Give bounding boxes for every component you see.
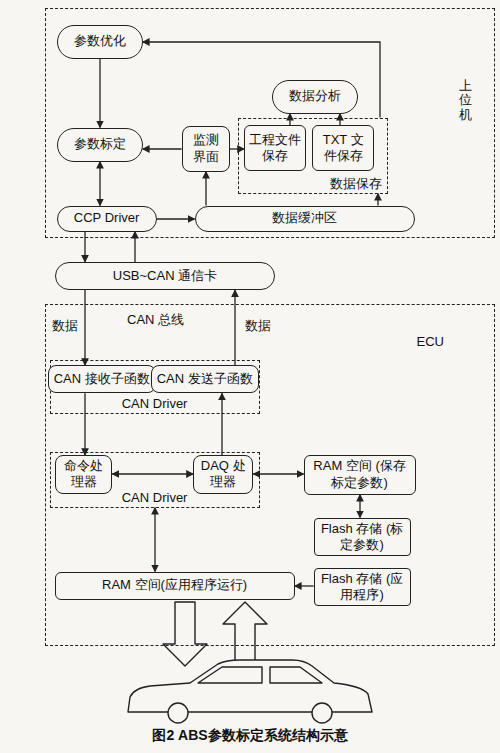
connector — [134, 232, 135, 262]
edge-label: 数据 — [243, 318, 273, 334]
group-label: CAN Driver — [51, 491, 259, 506]
box-label: 数据分析 — [289, 88, 341, 104]
box-label: CCP Driver — [74, 210, 140, 226]
connector — [99, 162, 100, 206]
box-label: USB~CAN 通信卡 — [113, 268, 217, 284]
ecu-region: CAN 接收子函数CAN 发送子函数CAN Driver命令处理器DAQ 处理器… — [45, 304, 495, 646]
box-label: CAN 发送子函数 — [157, 371, 253, 387]
process-box: 参数标定 — [57, 128, 143, 162]
connector — [84, 290, 85, 365]
connector — [234, 290, 235, 365]
memory-box: Flash 存储 (标定参数) — [314, 518, 411, 557]
connector — [359, 495, 360, 518]
connector — [99, 59, 100, 128]
box-label: 数据缓冲区 — [272, 210, 337, 226]
process-box: 工程文件保存 — [244, 125, 306, 171]
car-window — [198, 667, 262, 683]
car-wheel — [168, 703, 188, 723]
process-box: 监测界面 — [182, 126, 230, 172]
driver-group: CAN 接收子函数 CAN 发送子函数 CAN Driver — [50, 360, 260, 414]
group-label: CAN Driver — [51, 397, 259, 412]
host-region: 参数优化数据分析参数标定 监测界面工程文件保存 TXT 文件保存数据保存 CCP Dr… — [45, 8, 495, 238]
driver-group: 命令处理器 DAQ 处理器CAN Driver — [50, 452, 260, 508]
connector — [84, 393, 85, 455]
box-label: CAN 接收子函数 — [54, 371, 150, 387]
connector — [84, 232, 85, 262]
process-box: USB~CAN 通信卡 — [55, 262, 275, 290]
process-box: DAQ 处理器 — [193, 455, 253, 494]
process-box: 数据分析 — [272, 80, 358, 114]
box-label: DAQ 处理器 — [198, 458, 248, 491]
bus-label: CAN 总线 — [125, 312, 186, 328]
box-label: 命令处理器 — [60, 458, 107, 491]
process-box: CAN 发送子函数 — [151, 365, 259, 393]
process-box: CCP Driver — [57, 206, 157, 232]
edge-label: 数据 — [50, 318, 80, 334]
connector — [154, 508, 155, 572]
box-label: 参数优化 — [74, 33, 126, 49]
process-box: 数据缓冲区 — [195, 206, 415, 232]
down-arrow — [163, 602, 207, 666]
memory-box: Flash 存储 (应用程序) — [314, 568, 411, 607]
connector — [377, 194, 378, 206]
group-label: ECU — [417, 335, 444, 350]
memory-box: RAM 空间 (保存标定参数) — [304, 455, 416, 495]
box-label: Flash 存储 (应用程序) — [319, 571, 406, 604]
up-arrow — [223, 602, 267, 666]
connector — [205, 172, 206, 206]
box-label: 监测界面 — [187, 132, 225, 165]
connector — [289, 114, 290, 126]
process-box: TXT 文件保存 — [312, 125, 374, 171]
process-box: 参数优化 — [57, 25, 143, 59]
box-label: 工程文件保存 — [249, 132, 301, 165]
process-box: CAN 接收子函数 — [48, 365, 156, 393]
box-label: RAM 空间(应用程序运行) — [102, 577, 247, 593]
group-label: 数据保存 — [330, 177, 382, 192]
process-box: 命令处理器 — [55, 455, 112, 494]
connector — [143, 42, 380, 118]
car-wheel — [312, 703, 332, 723]
connector — [157, 218, 195, 219]
connector — [143, 148, 182, 149]
connector — [339, 114, 340, 126]
car-window — [270, 667, 322, 683]
box-label: RAM 空间 (保存标定参数) — [309, 458, 411, 491]
connector — [221, 393, 222, 455]
storage-group: 工程文件保存 TXT 文件保存数据保存 — [238, 118, 388, 194]
connector — [295, 585, 314, 586]
connector — [112, 473, 193, 474]
figure-caption: 图2 ABS参数标定系统结构示意 — [0, 727, 500, 745]
car-body — [128, 660, 372, 712]
box-label: Flash 存储 (标定参数) — [319, 521, 406, 554]
group-label: 上位机 — [459, 79, 472, 122]
box-label: 参数标定 — [74, 136, 126, 152]
connector — [253, 473, 303, 474]
memory-box: RAM 空间(应用程序运行) — [55, 572, 295, 600]
box-label: TXT 文件保存 — [317, 132, 369, 165]
